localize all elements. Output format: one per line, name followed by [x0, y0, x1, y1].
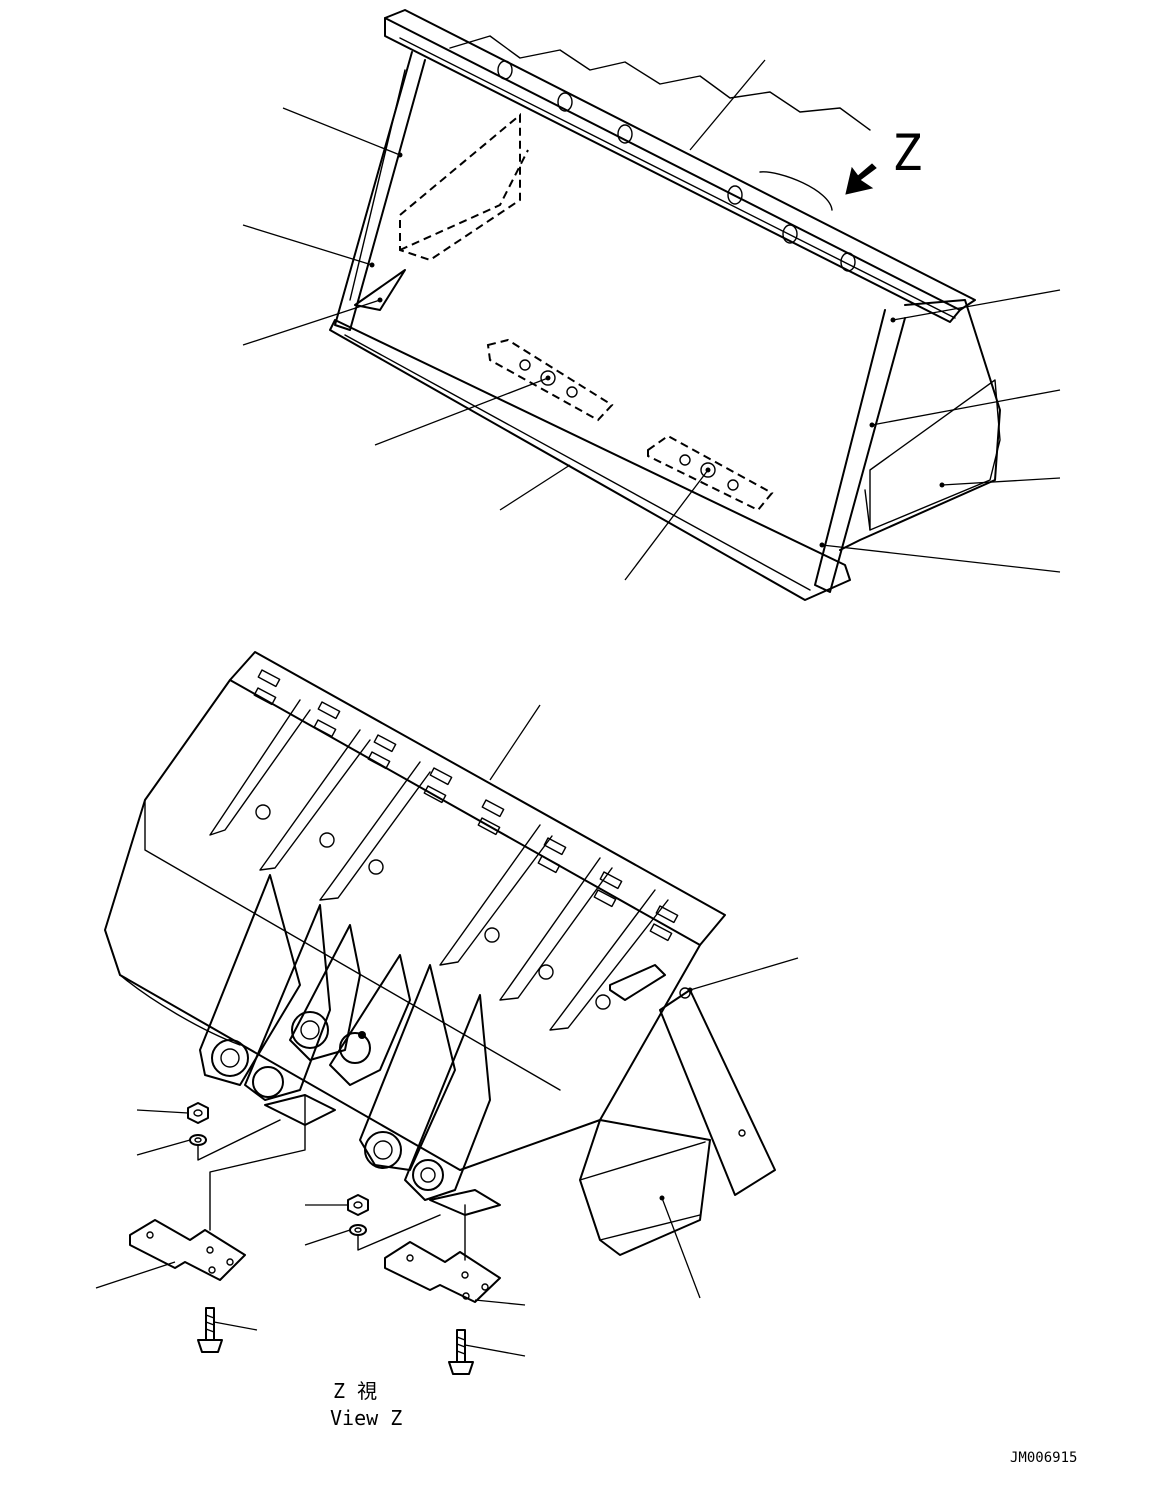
bucket-rear-view: [104, 651, 776, 1256]
view-direction-arrow-icon: [845, 163, 877, 195]
drawing-number: JM006915: [1010, 1450, 1077, 1466]
bolt-left: [197, 1307, 223, 1353]
washer-right: [349, 1224, 367, 1236]
bolt-right: [448, 1329, 474, 1375]
view-letter: Z: [892, 124, 922, 182]
view-caption-english: View Z: [330, 1406, 402, 1430]
nut-left: [187, 1102, 209, 1124]
bucket-front-view: [329, 9, 1001, 601]
view-z-marker: Z: [845, 124, 922, 195]
upper-callout-leaders: [242, 59, 1061, 581]
washer-left: [189, 1134, 207, 1146]
hardware-parts: [129, 1094, 501, 1375]
lower-callout-leaders: [95, 704, 799, 1357]
view-caption-japanese: Z 視: [333, 1379, 377, 1403]
nut-right: [347, 1194, 369, 1216]
shim-plate-right: [384, 1241, 501, 1303]
shim-plate-left: [129, 1219, 246, 1281]
